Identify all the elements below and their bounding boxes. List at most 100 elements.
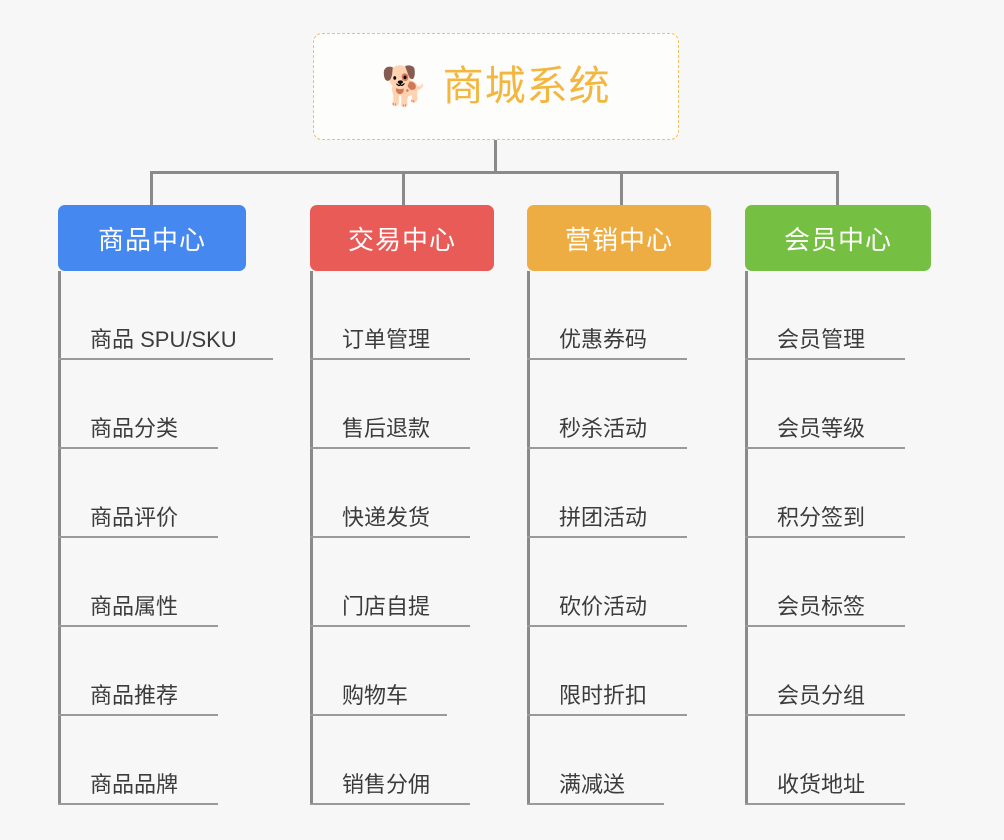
category-label: 营销中心 (564, 224, 673, 255)
leaf-underline (58, 714, 218, 716)
category-header-member-center[interactable]: 会员中心 (745, 205, 931, 271)
leaf-item[interactable]: 会员标签 (745, 538, 931, 627)
drop-connector-2 (402, 171, 405, 207)
column-product-center: 商品中心 商品 SPU/SKU 商品分类 商品评价 商品属性 商品推荐 (58, 205, 273, 805)
root-stem-connector (494, 140, 497, 173)
leaf-label: 销售分佣 (342, 771, 431, 797)
category-header-marketing-center[interactable]: 营销中心 (527, 205, 711, 271)
leaf-label: 会员等级 (777, 415, 866, 441)
leaf-underline (58, 358, 273, 360)
leaf-item[interactable]: 商品 SPU/SKU (58, 271, 273, 360)
leaf-underline (310, 625, 470, 627)
leaf-underline (745, 536, 905, 538)
leaf-underline (527, 447, 687, 449)
leaf-list-product-center: 商品 SPU/SKU 商品分类 商品评价 商品属性 商品推荐 商品品牌 (58, 271, 273, 805)
leaf-item[interactable]: 销售分佣 (310, 716, 494, 805)
leaf-underline (310, 358, 470, 360)
leaf-item[interactable]: 优惠券码 (527, 271, 711, 360)
leaf-item[interactable]: 商品分类 (58, 360, 246, 449)
column-stem (58, 271, 61, 805)
leaf-item[interactable]: 砍价活动 (527, 538, 711, 627)
leaf-underline (58, 803, 218, 805)
leaf-label: 商品品牌 (90, 771, 179, 797)
leaf-label: 快递发货 (342, 504, 431, 530)
column-stem (527, 271, 530, 805)
leaf-item[interactable]: 满减送 (527, 716, 711, 805)
leaf-label: 商品 SPU/SKU (90, 326, 237, 352)
leaf-label: 商品推荐 (90, 682, 179, 708)
leaf-item[interactable]: 商品评价 (58, 449, 246, 538)
horizontal-bus-connector (150, 171, 839, 174)
leaf-label: 购物车 (342, 682, 409, 708)
column-stem (745, 271, 748, 805)
leaf-item[interactable]: 秒杀活动 (527, 360, 711, 449)
leaf-underline (527, 625, 687, 627)
column-trade-center: 交易中心 订单管理 售后退款 快递发货 门店自提 购物车 (310, 205, 494, 805)
leaf-underline (310, 714, 447, 716)
leaf-underline (527, 803, 664, 805)
leaf-label: 售后退款 (342, 415, 431, 441)
leaf-item[interactable]: 售后退款 (310, 360, 494, 449)
leaf-underline (310, 803, 470, 805)
category-header-trade-center[interactable]: 交易中心 (310, 205, 494, 271)
leaf-label: 收货地址 (777, 771, 866, 797)
leaf-underline (310, 536, 470, 538)
leaf-underline (58, 536, 218, 538)
leaf-label: 会员分组 (777, 682, 866, 708)
leaf-item[interactable]: 积分签到 (745, 449, 931, 538)
leaf-item[interactable]: 门店自提 (310, 538, 494, 627)
leaf-underline (745, 803, 905, 805)
leaf-label: 商品属性 (90, 593, 179, 619)
leaf-item[interactable]: 会员管理 (745, 271, 931, 360)
column-marketing-center: 营销中心 优惠券码 秒杀活动 拼团活动 砍价活动 限时折扣 (527, 205, 711, 805)
leaf-item[interactable]: 商品推荐 (58, 627, 246, 716)
leaf-label: 会员管理 (777, 326, 866, 352)
drop-connector-4 (836, 171, 839, 207)
category-label: 会员中心 (783, 224, 892, 255)
leaf-item[interactable]: 限时折扣 (527, 627, 711, 716)
leaf-underline (745, 358, 905, 360)
leaf-item[interactable]: 快递发货 (310, 449, 494, 538)
leaf-label: 限时折扣 (559, 682, 648, 708)
leaf-label: 积分签到 (777, 504, 866, 530)
leaf-underline (745, 714, 905, 716)
leaf-list-marketing-center: 优惠券码 秒杀活动 拼团活动 砍价活动 限时折扣 满减送 (527, 271, 711, 805)
leaf-item[interactable]: 购物车 (310, 627, 494, 716)
leaf-item[interactable]: 拼团活动 (527, 449, 711, 538)
leaf-item[interactable]: 商品品牌 (58, 716, 246, 805)
leaf-underline (745, 447, 905, 449)
category-label: 交易中心 (347, 224, 456, 255)
drop-connector-3 (620, 171, 623, 207)
leaf-list-member-center: 会员管理 会员等级 积分签到 会员标签 会员分组 收货地址 (745, 271, 931, 805)
leaf-label: 秒杀活动 (559, 415, 648, 441)
leaf-label: 商品分类 (90, 415, 179, 441)
leaf-underline (58, 625, 218, 627)
leaf-underline (527, 358, 687, 360)
leaf-item[interactable]: 订单管理 (310, 271, 494, 360)
root-title: 商城系统 (442, 63, 611, 109)
leaf-label: 商品评价 (90, 504, 179, 530)
root-node[interactable]: 🐕 商城系统 (313, 33, 679, 140)
leaf-underline (310, 447, 470, 449)
leaf-label: 优惠券码 (559, 326, 648, 352)
leaf-label: 订单管理 (342, 326, 431, 352)
drop-connector-1 (150, 171, 153, 207)
leaf-underline (527, 714, 687, 716)
column-stem (310, 271, 313, 805)
leaf-label: 拼团活动 (559, 504, 648, 530)
category-label: 商品中心 (97, 224, 206, 255)
leaf-underline (527, 536, 687, 538)
leaf-label: 满减送 (559, 771, 626, 797)
leaf-underline (58, 447, 218, 449)
column-member-center: 会员中心 会员管理 会员等级 积分签到 会员标签 会员分组 (745, 205, 931, 805)
category-header-product-center[interactable]: 商品中心 (58, 205, 246, 271)
leaf-item[interactable]: 会员分组 (745, 627, 931, 716)
leaf-label: 会员标签 (777, 593, 866, 619)
leaf-item[interactable]: 会员等级 (745, 360, 931, 449)
leaf-item[interactable]: 收货地址 (745, 716, 931, 805)
leaf-label: 门店自提 (342, 593, 431, 619)
shiba-dog-icon: 🐕 (381, 65, 429, 108)
leaf-underline (745, 625, 905, 627)
leaf-item[interactable]: 商品属性 (58, 538, 246, 627)
